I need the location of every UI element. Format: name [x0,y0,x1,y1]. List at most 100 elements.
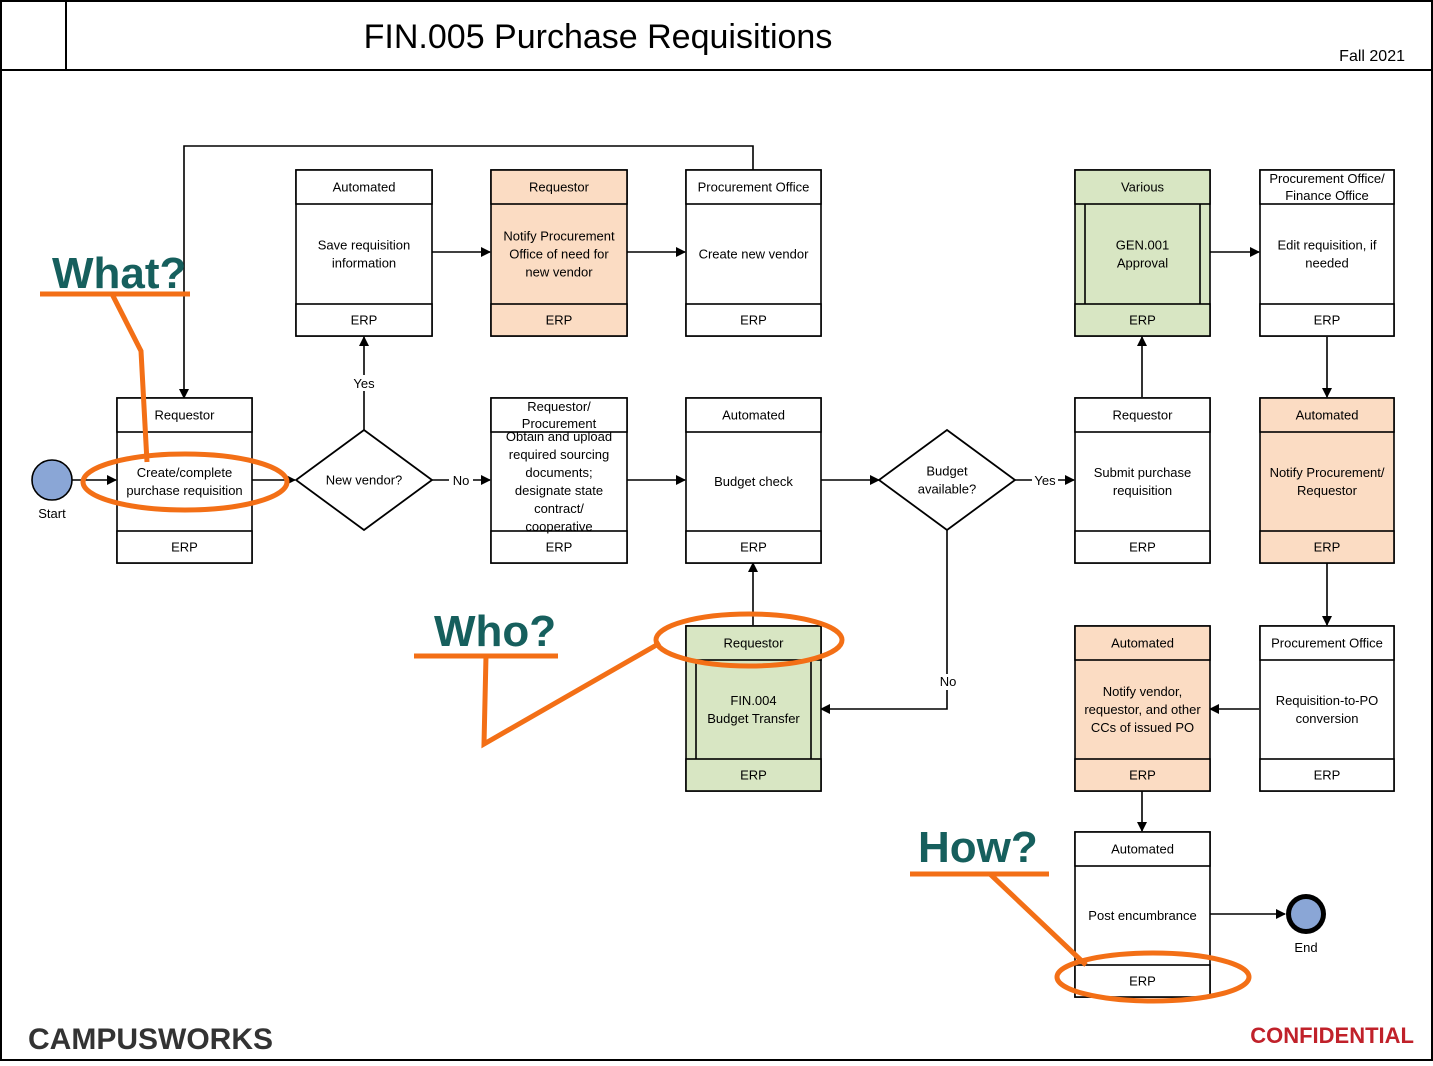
task-system-footer [1259,758,1395,792]
decision-diamond [294,428,434,532]
task-role-header [1074,169,1211,205]
task-system-label: ERP [1314,313,1341,328]
campusworks-logo: CAMPUSWORKS [28,1023,273,1056]
task-role-header [1074,397,1211,433]
task-text: documents; [525,465,592,480]
task-text: Requisition-to-PO [1276,693,1379,708]
task-text: Save requisition [318,238,411,253]
task-role-label: Automated [333,180,396,195]
task-system-footer [1259,303,1395,337]
task-role-label: Various [1121,180,1165,195]
decision-label: Budget [926,464,968,479]
task-role-label: Procurement [522,416,597,431]
task-text: required sourcing [509,447,609,462]
end-label: End [1294,940,1317,955]
task-system-footer [1074,530,1211,564]
task-role-header [1259,625,1395,661]
task-text: Edit requisition, if [1278,238,1377,253]
edge-budget-no [820,530,948,714]
task-role-header [1259,397,1395,433]
task-system-footer [1259,530,1395,564]
task-system-label: ERP [546,540,573,555]
task-role-header [1074,625,1211,661]
task-role-header [116,397,253,433]
task-role-header [295,169,433,205]
confidential-label: CONFIDENTIAL [1250,1023,1414,1048]
task-role-label: Automated [1111,842,1174,857]
task-system-label: ERP [1129,313,1156,328]
edge-vendor-loop [179,145,754,399]
task-text: designate state [515,483,603,498]
task-text: requestor, and other [1084,702,1201,717]
task-text: Notify Procurement/ [1270,465,1385,480]
task-system-footer [1074,758,1211,792]
start-event [31,459,73,501]
task-system-label: ERP [351,313,378,328]
task-text: Post encumbrance [1088,908,1196,923]
task-role-header [490,169,628,205]
task-role-label: Automated [722,408,785,423]
task-text: Office of need for [509,247,609,262]
task-role-label: Requestor [1113,408,1174,423]
end-event [1291,899,1321,929]
task-text: conversion [1296,711,1359,726]
annotation-what-callout [40,291,190,463]
task-text: Approval [1117,256,1168,271]
decision-diamond [877,428,1017,532]
edge-label-bg [1032,472,1058,488]
task-text: Notify Procurement [503,229,615,244]
task-system-footer [295,303,433,337]
task-system-footer [490,530,628,564]
task-role-label: Requestor [529,180,590,195]
task-system-label: ERP [1129,768,1156,783]
task-role-header [1074,831,1211,867]
edge-label-no: No [940,674,957,689]
page-date: Fall 2021 [1339,48,1405,65]
annotation-who-callout [414,640,662,749]
task-text: Create/complete [137,465,232,480]
task-role-label: Automated [1111,636,1174,651]
task-text: Budget Transfer [707,711,800,726]
task-role-label: Automated [1296,408,1359,423]
annotation-how: How? [910,823,1252,1004]
task-text: purchase requisition [126,483,242,498]
task-text: Create new vendor [699,247,810,262]
edge-label-yes: Yes [353,376,375,391]
task-role-label: Procurement Office [1271,636,1383,651]
task-system-label: ERP [171,540,198,555]
task-role-label: Requestor/ [527,399,591,414]
decision-new-vendor: New vendor? [294,428,434,532]
edge-label-yes: Yes [1034,473,1056,488]
task-text: FIN.004 [730,693,776,708]
edge-label-bg [449,472,473,488]
annotation-who: Who? [414,607,845,749]
task-system-footer [685,303,822,337]
edge-label-bg [936,674,960,690]
page-title: FIN.005 Purchase Requisitions [364,18,833,56]
annotation-how-label: How? [918,823,1038,872]
annotation-how-callout [910,871,1088,967]
task-text: requisition [1113,483,1172,498]
task-role-label: Procurement Office/ [1269,171,1385,186]
annotation-how-ellipse [1054,950,1252,1004]
task-text: new vendor [525,265,593,280]
header-logo-box [0,0,67,71]
start-label: Start [38,506,66,521]
task-system-footer [685,758,822,792]
task-role-header [490,397,628,433]
task-role-label: Requestor [155,408,216,423]
annotation-what-label: What? [52,249,186,298]
task-system-label: ERP [546,313,573,328]
